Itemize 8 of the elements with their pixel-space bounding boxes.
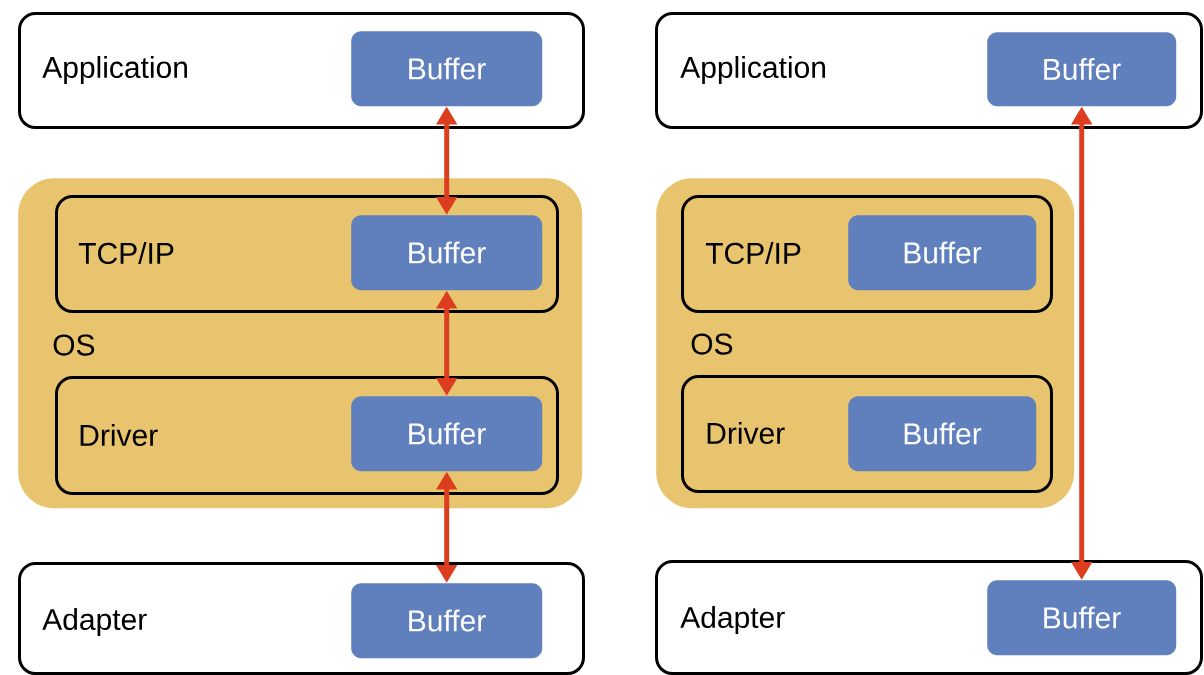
buffer-box: Buffer <box>848 215 1037 291</box>
buffer-box: Buffer <box>848 396 1037 472</box>
buffer-box: Buffer <box>351 31 543 107</box>
buffer-box: Buffer <box>351 396 543 472</box>
buffer-box: Buffer <box>987 32 1177 107</box>
buffer-box: Buffer <box>351 215 543 291</box>
buffer-box: Buffer <box>351 583 543 659</box>
buffer-box: Buffer <box>987 580 1177 656</box>
